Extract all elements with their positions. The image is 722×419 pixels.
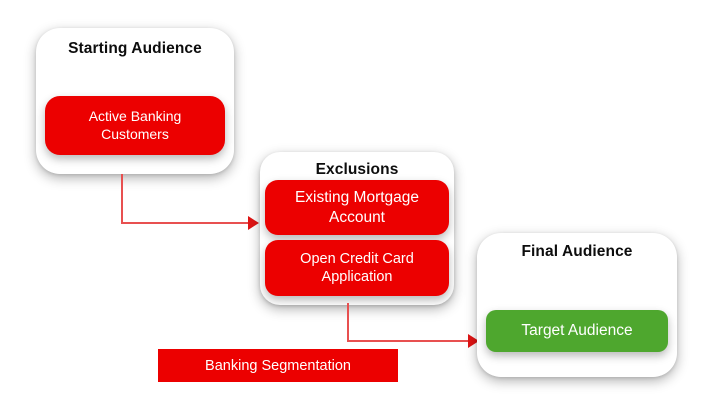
open-credit-card-application-node: Open Credit Card Application	[265, 240, 449, 296]
arrow-exclusions-to-final-arrowhead	[468, 334, 479, 348]
final-audience-group: Final Audience Target Audience	[477, 233, 677, 377]
starting-audience-title: Starting Audience	[68, 40, 202, 57]
exclusions-title: Exclusions	[315, 161, 399, 178]
arrow-starting-to-exclusions-vertical	[121, 174, 123, 223]
existing-mortgage-account-node: Existing Mortgage Account	[265, 180, 449, 235]
arrow-starting-to-exclusions-arrowhead	[248, 216, 259, 230]
arrow-starting-to-exclusions-horizontal	[121, 222, 250, 224]
target-audience-node: Target Audience	[486, 310, 668, 352]
exclusions-group: Exclusions Existing Mortgage Account Ope…	[260, 152, 454, 305]
active-banking-customers-node: Active Banking Customers	[45, 96, 225, 155]
arrow-exclusions-to-final-horizontal	[347, 340, 470, 342]
starting-audience-group: Starting Audience Active Banking Custome…	[36, 28, 234, 174]
banking-segmentation-label: Banking Segmentation	[158, 349, 398, 382]
final-audience-title: Final Audience	[521, 243, 633, 260]
arrow-exclusions-to-final-vertical	[347, 303, 349, 341]
